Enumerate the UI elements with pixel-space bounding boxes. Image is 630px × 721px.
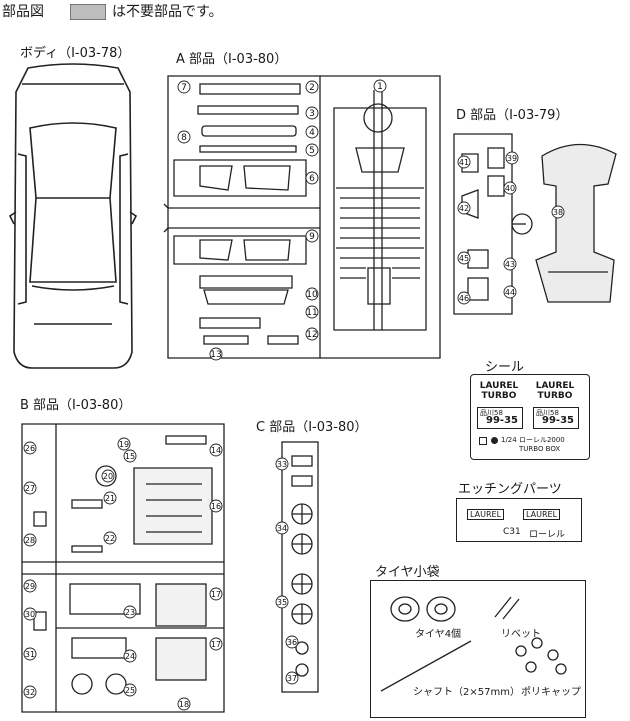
part-number: 17 — [211, 640, 221, 649]
part-number: 16 — [211, 502, 221, 511]
b-sprue-diagram: 14 19 15 20 16 21 22 26 27 28 29 30 31 3… — [21, 423, 225, 713]
part-number: 46 — [459, 294, 469, 303]
part-number: 35 — [277, 598, 287, 607]
part-number: 31 — [25, 650, 35, 659]
part-number: 27 — [25, 484, 35, 493]
part-number: 29 — [25, 582, 35, 591]
rivet-label: リベット — [501, 629, 541, 640]
seal-caption-2: TURBO BOX — [519, 445, 561, 453]
a-num: 1 — [377, 82, 383, 92]
unneeded-swatch — [70, 4, 106, 20]
part-number: 20 — [103, 472, 113, 481]
etching-text-2: LAUREL — [523, 509, 561, 520]
seal-square — [479, 437, 487, 445]
part-number: 22 — [105, 534, 115, 543]
a-num: 7 — [181, 83, 187, 93]
part-number: 33 — [277, 460, 287, 469]
seal-plate-1: 品川58 99-35 — [477, 407, 523, 429]
legend-text: は不要部品です。 — [112, 4, 223, 20]
part-number: 21 — [105, 494, 115, 503]
part-number: 41 — [459, 158, 469, 167]
etching-name: ローレル — [529, 530, 566, 540]
seal-logo-1: LAUREL TURBO — [479, 381, 519, 401]
part-number: 38 — [553, 208, 563, 217]
tire-bag-section-label: タイヤ小袋 — [375, 565, 440, 580]
body-section-label: ボディ（I-03-78） — [20, 46, 131, 61]
part-number: 28 — [25, 536, 35, 545]
shaft-label: シャフト（2×57mm） — [413, 687, 520, 698]
a-num: 3 — [309, 109, 315, 119]
seal-logo-2: LAUREL TURBO — [535, 381, 575, 401]
d-sprue-diagram: 39 40 41 42 38 45 43 46 44 — [453, 133, 617, 315]
a-num: 5 — [309, 146, 315, 156]
tire-label: タイヤ4個 — [415, 629, 462, 640]
c-sprue-diagram: 33 34 35 36 37 — [275, 441, 319, 693]
part-number: 32 — [25, 688, 35, 697]
part-number: 14 — [211, 446, 221, 455]
etching-text-1: LAUREL — [467, 509, 505, 520]
tire-bag-parts — [380, 596, 567, 692]
cap-label: ポリキャップ — [521, 687, 581, 698]
a-sprue-diagram — [163, 75, 441, 359]
part-number: 45 — [459, 254, 469, 263]
d-section-label: D 部品（I-03-79） — [456, 108, 569, 123]
seal-dot — [491, 437, 498, 444]
part-number: 23 — [125, 608, 135, 617]
tire-bag: タイヤ4個 リベット シャフト（2×57mm） ポリキャップ — [370, 580, 586, 718]
c-section-label: C 部品（I-03-80） — [256, 420, 368, 435]
etching-section-label: エッチングパーツ — [458, 482, 562, 497]
body-diagram — [8, 63, 138, 369]
a-num: 12 — [306, 330, 317, 340]
a-num: 11 — [306, 308, 317, 318]
part-number: 39 — [507, 154, 517, 163]
seal-sheet: LAUREL TURBO LAUREL TURBO 品川58 99-35 品川5… — [470, 374, 590, 460]
seal-section-label: シール — [485, 360, 525, 375]
part-number: 25 — [125, 686, 135, 695]
a-num: 6 — [309, 174, 315, 184]
part-number: 17 — [211, 590, 221, 599]
a-num: 2 — [309, 83, 315, 93]
a-num: 4 — [309, 128, 315, 138]
a-num: 13 — [210, 350, 221, 360]
part-number: 24 — [125, 652, 135, 661]
part-number: 42 — [459, 204, 469, 213]
part-number: 18 — [179, 700, 189, 709]
page-title: 部品図 — [2, 4, 44, 20]
a-section-label: A 部品（I-03-80） — [176, 52, 288, 67]
part-number: 19 — [119, 440, 129, 449]
part-number: 15 — [125, 452, 135, 461]
part-number: 26 — [25, 444, 35, 453]
part-number: 36 — [287, 638, 297, 647]
part-number: 34 — [277, 524, 287, 533]
seal-caption: 1/24 ローレル2000 — [501, 436, 565, 444]
a-num: 8 — [181, 133, 187, 143]
part-number: 44 — [505, 288, 515, 297]
etching-sheet: LAUREL LAUREL C31 ローレル — [456, 498, 582, 542]
part-number: 40 — [505, 184, 515, 193]
part-number: 43 — [505, 260, 515, 269]
part-number: 37 — [287, 674, 297, 683]
a-part-numbers: 2 3 4 5 6 7 8 9 10 11 12 13 1 — [177, 79, 387, 361]
a-num: 10 — [306, 290, 318, 300]
a-num: 9 — [309, 232, 315, 242]
etching-code: C31 — [503, 527, 521, 537]
b-section-label: B 部品（I-03-80） — [20, 398, 132, 413]
part-number: 30 — [25, 610, 35, 619]
seal-plate-2: 品川58 99-35 — [533, 407, 579, 429]
